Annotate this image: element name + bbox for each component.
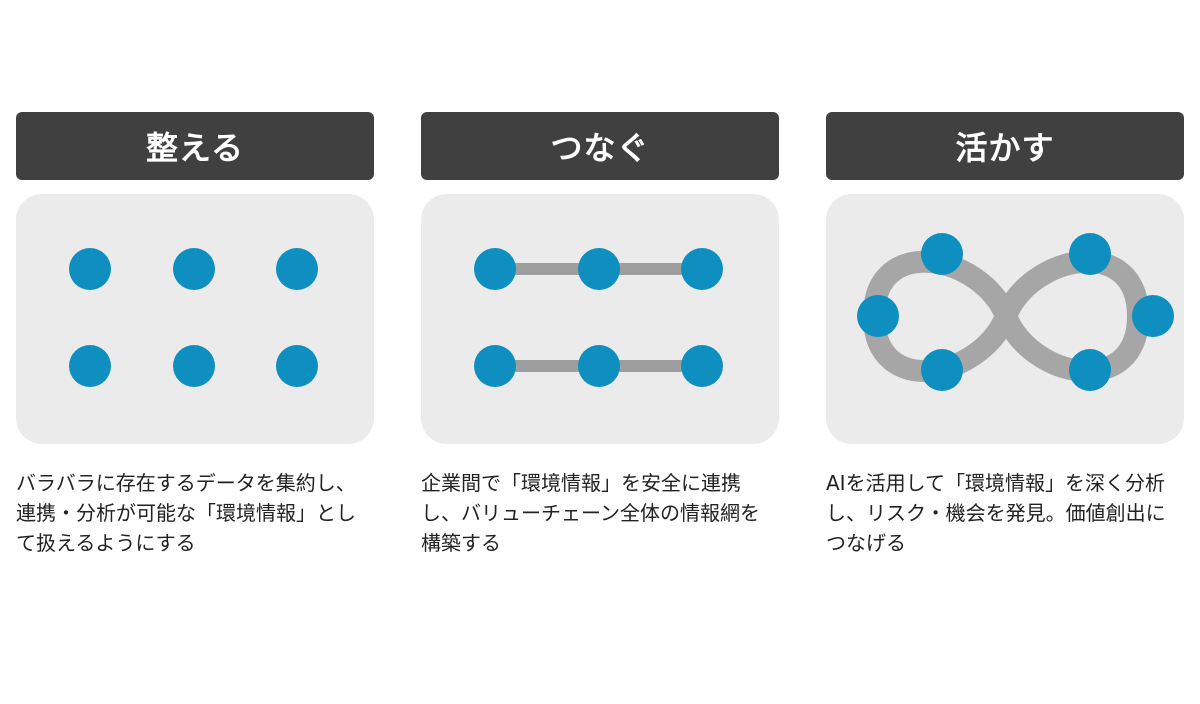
node (69, 345, 111, 387)
node (474, 345, 516, 387)
node (921, 349, 963, 391)
infinity-loop-icon (857, 233, 1174, 391)
connected-dots-icon (474, 248, 723, 387)
node (681, 345, 723, 387)
node (1132, 295, 1174, 337)
illustration-panel (826, 194, 1184, 444)
grid-dots-icon (69, 248, 318, 387)
node (857, 295, 899, 337)
column-organize: 整える バラバラに存在するデータを集約し、連携・分析が可能な「環境情報」として扱… (16, 112, 374, 558)
illustration-panel (16, 194, 374, 444)
node (578, 345, 620, 387)
column-title: 整える (16, 112, 374, 180)
node (1069, 349, 1111, 391)
node (276, 248, 318, 290)
node (276, 345, 318, 387)
column-connect: つなぐ 企業間で「環境情報」を安全に連携し、バリューチェーン全体の情報網を構築す… (421, 112, 779, 558)
column-description: AIを活用して「環境情報」を深く分析し、リスク・機会を発見。価値創出につなげる (826, 471, 1166, 555)
column-description: バラバラに存在するデータを集約し、連携・分析が可能な「環境情報」として扱えるよう… (16, 471, 356, 555)
node (69, 248, 111, 290)
node (1069, 233, 1111, 275)
column-title: つなぐ (421, 112, 779, 180)
node (173, 248, 215, 290)
node (921, 233, 963, 275)
column-utilize: 活かす AIを活用して「環境情報」を深く分析し、リスク・機会を発見。価値創出につ… (826, 112, 1184, 558)
node (474, 248, 516, 290)
illustration-panel (421, 194, 779, 444)
node (578, 248, 620, 290)
node (681, 248, 723, 290)
node (173, 345, 215, 387)
infinity-path (862, 250, 1150, 382)
column-description: 企業間で「環境情報」を安全に連携し、バリューチェーン全体の情報網を構築する (421, 471, 760, 555)
column-title: 活かす (826, 112, 1184, 180)
